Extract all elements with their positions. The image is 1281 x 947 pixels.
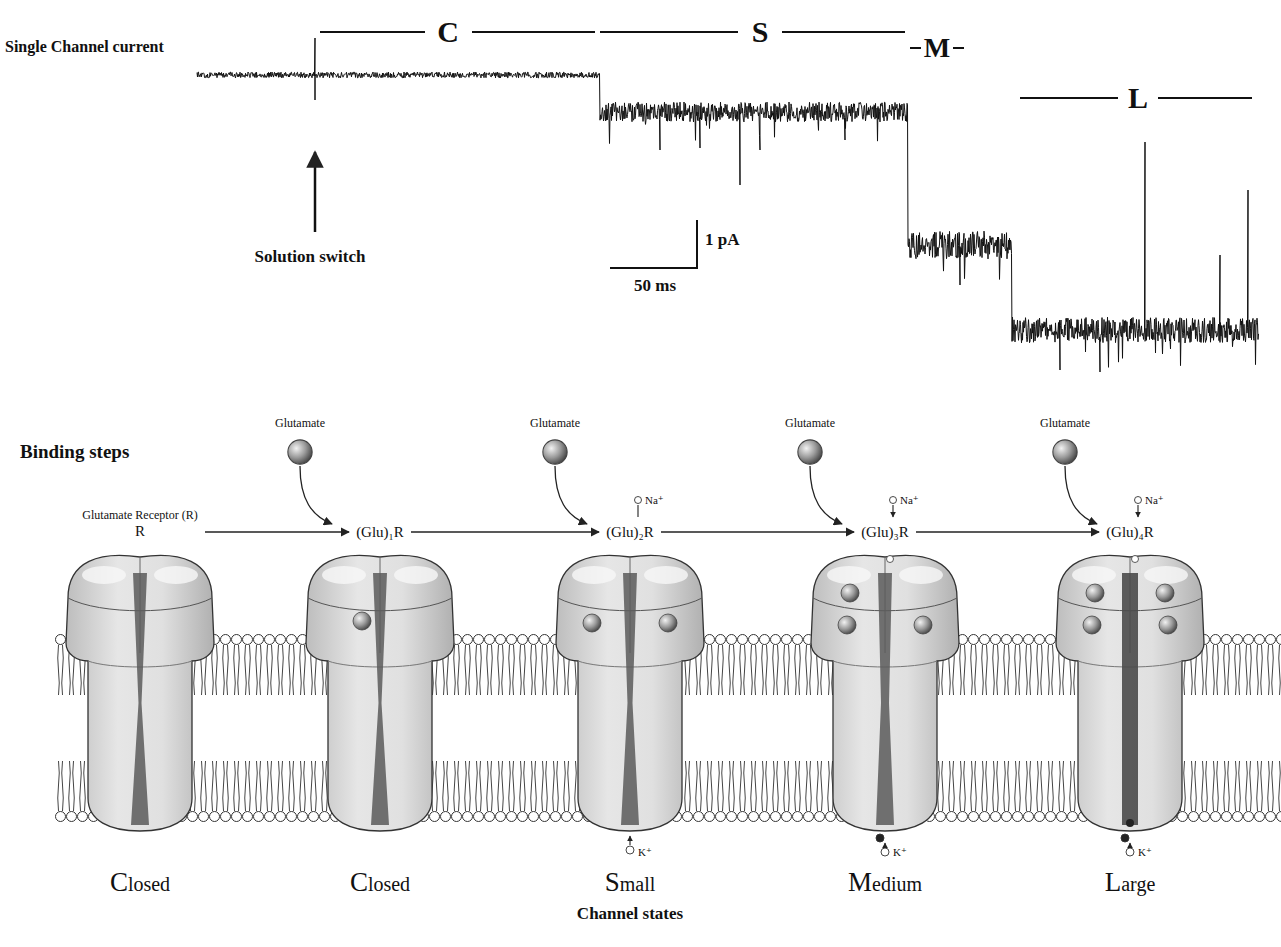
ions <box>626 497 1142 857</box>
state-name: Large <box>1105 867 1156 898</box>
ion-label: K⁺ <box>1138 846 1152 859</box>
receptor-state-label: (Glu)₂R <box>603 523 657 541</box>
receptor-state-label: (Glu)₄R <box>1103 523 1157 541</box>
state-formula: (Glu)₂R <box>603 523 657 541</box>
receptor-closed-bound <box>306 555 454 831</box>
receptor-state-label: (Glu)₁R <box>353 523 407 541</box>
switch-arrow <box>314 152 317 232</box>
receptor-closed <box>66 555 214 831</box>
state-name: Closed <box>350 867 410 898</box>
current-trace <box>197 38 1259 372</box>
trace-line <box>197 38 1259 372</box>
ligand-label: Glutamate <box>785 417 835 431</box>
receptor-small <box>556 555 704 831</box>
binding-arrow <box>205 531 349 532</box>
state-bars <box>320 32 1252 98</box>
binding-arrow <box>411 531 599 532</box>
state-letter: S <box>752 15 769 50</box>
state-name: Closed <box>110 867 170 898</box>
axis-title: Channel states <box>577 904 683 924</box>
ligand-label: Glutamate <box>1040 417 1090 431</box>
scale-bar <box>610 220 697 268</box>
receptor-state-label: Glutamate Receptor (R)R <box>79 508 201 540</box>
state-letter: C <box>437 15 459 50</box>
receptor-medium <box>811 555 959 831</box>
state-formula: (Glu)₄R <box>1103 523 1157 541</box>
state-letter: L <box>1128 81 1148 116</box>
ion-label: K⁺ <box>638 846 652 859</box>
glutamate-binding <box>288 440 1097 524</box>
annotation: Solution switch <box>255 247 366 267</box>
state-name: Small <box>605 867 656 898</box>
scale-label: 1 pA <box>705 230 739 250</box>
axis-title: Single Channel current <box>5 38 164 56</box>
receptor-large <box>1056 555 1204 831</box>
state-letter: M <box>924 32 950 64</box>
state-formula: R <box>79 522 201 540</box>
state-formula: Glutamate Receptor (R) <box>79 508 201 522</box>
ion-label: Na⁺ <box>900 494 919 507</box>
receptor-state-label: (Glu)₃R <box>858 523 912 541</box>
ligand-label: Glutamate <box>530 417 580 431</box>
ion-label: Na⁺ <box>645 494 664 507</box>
state-name: Medium <box>848 867 922 898</box>
binding-arrow <box>661 531 854 532</box>
state-formula: (Glu)₁R <box>353 523 407 541</box>
state-formula: (Glu)₃R <box>858 523 912 541</box>
binding-arrow <box>916 531 1099 532</box>
scale-label: 50 ms <box>634 276 676 296</box>
ion-label: Na⁺ <box>1145 494 1164 507</box>
ligand-label: Glutamate <box>275 417 325 431</box>
ion-label: K⁺ <box>893 846 907 859</box>
section-title: Binding steps <box>20 441 129 463</box>
